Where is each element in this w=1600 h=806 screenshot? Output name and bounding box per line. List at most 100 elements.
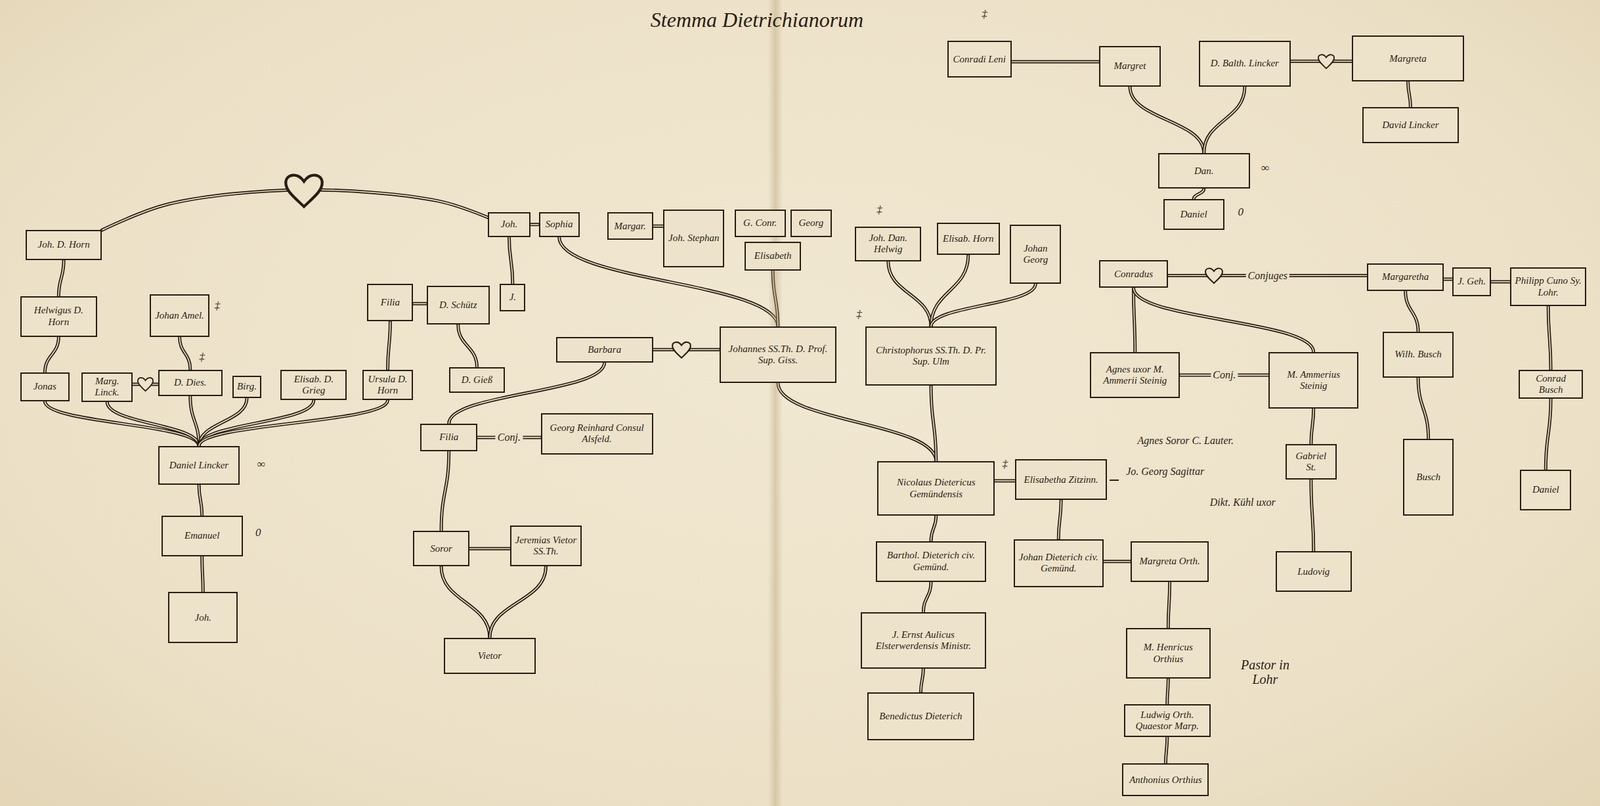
connector <box>1058 499 1061 539</box>
person-name: D. Balth. Lincker <box>1210 57 1279 69</box>
edge-label: Conj. <box>1210 368 1238 381</box>
note-label: 0 <box>1235 206 1246 219</box>
branch-line <box>530 223 539 225</box>
connector-core <box>1408 81 1411 108</box>
person-box: Johan Georg <box>1009 224 1061 284</box>
person-name: J. Ernst Aulicus Elsterwerdensis Ministr… <box>865 628 982 652</box>
connector-core <box>388 321 391 369</box>
person-box: J. <box>499 283 526 312</box>
person-name: Wilh. Busch <box>1394 348 1442 360</box>
person-box: M. Ammerius Steinig <box>1268 351 1359 408</box>
person-name: Christophorus SS.Th. D. Pr. Sup. Ulm <box>869 344 992 368</box>
leader-line <box>1109 479 1119 481</box>
person-name: Vietor <box>477 649 502 662</box>
person-box: Marg. Linck. <box>81 372 133 402</box>
person-box: Ludovig <box>1275 550 1353 592</box>
connector <box>1193 188 1205 199</box>
connector <box>179 336 191 370</box>
person-box: Agnes uxor M. Ammerii Steinig <box>1089 351 1180 398</box>
connector-core <box>1405 290 1419 332</box>
branch-line <box>930 385 937 461</box>
branch-line <box>202 556 204 592</box>
connector-core <box>994 479 1016 482</box>
person-name: Margaretha <box>1382 271 1429 283</box>
person-box: Daniel <box>1163 198 1225 230</box>
branch-line <box>1408 81 1411 108</box>
person-box: David Lincker <box>1362 107 1460 143</box>
connector <box>58 259 64 296</box>
connector-core <box>888 261 931 327</box>
branch-line <box>1165 736 1167 763</box>
person-name: Georg Reinhard Consul Alsfeld. <box>545 422 649 446</box>
person-box: D. Dies. <box>158 369 223 396</box>
person-name: Johannes SS.Th. D. Prof. Sup. Giss. <box>724 343 833 367</box>
branch-line <box>1103 560 1131 562</box>
person-name: Ludwig Orth. Quaestor Marp. <box>1128 709 1207 733</box>
person-box: Barthol. Dieterich civ. Gemünd. <box>875 540 987 582</box>
branch-line <box>920 668 924 692</box>
person-name: Joh. D. Horn <box>38 238 90 251</box>
person-box: Ursula D. Horn <box>362 369 414 401</box>
connector <box>458 324 478 368</box>
branch-line <box>1311 408 1314 444</box>
person-box: Elisab. D. Grieg <box>280 369 347 401</box>
connector <box>469 546 511 551</box>
connector <box>1204 86 1245 153</box>
connector-core <box>930 515 937 541</box>
connector <box>508 237 513 285</box>
connector <box>1167 678 1169 704</box>
branch-line <box>469 548 511 549</box>
paper-fold <box>768 0 783 806</box>
branch-line <box>412 303 427 304</box>
connector-core <box>412 302 427 304</box>
connector <box>1133 287 1135 352</box>
person-box: Vietor <box>443 637 536 673</box>
person-name: Johan Dieterich civ. Gemünd. <box>1018 551 1100 575</box>
person-name: Joh. Stephan <box>668 232 719 244</box>
person-name: Barbara <box>587 344 622 356</box>
branch-line <box>107 401 199 446</box>
connector-core <box>508 237 513 285</box>
note-label: ‡ <box>979 7 990 21</box>
branch-line <box>1418 377 1429 439</box>
branch-line <box>1311 479 1314 551</box>
person-box: Helwigus D. Horn <box>20 296 98 337</box>
person-box: Conradi Leni <box>947 40 1012 78</box>
person-name: Nicolaus Dietericus Gemündensis <box>881 476 991 500</box>
person-box: Joh. D. Horn <box>25 229 103 261</box>
person-box: Busch <box>1403 438 1455 516</box>
connector-core <box>489 565 546 638</box>
connector <box>412 302 427 306</box>
connector <box>1129 86 1205 153</box>
person-name: Georg <box>799 217 824 229</box>
person-name: Philipp Cuno Sy. Lohr. <box>1514 275 1583 299</box>
branch-line <box>44 401 199 446</box>
connector-core <box>441 451 450 531</box>
person-box: Johannes SS.Th. D. Prof. Sup. Giss. <box>719 326 838 383</box>
branch-line <box>1058 499 1061 539</box>
connector <box>1405 290 1419 332</box>
branch-line <box>198 399 388 446</box>
person-name: Daniel Lincker <box>169 459 229 471</box>
connector-core <box>778 382 937 462</box>
person-name: Daniel <box>1180 208 1208 220</box>
connector <box>388 321 391 369</box>
connector <box>1548 305 1551 369</box>
connector <box>198 484 203 516</box>
connector <box>920 668 924 692</box>
person-name: Margret <box>1114 60 1147 72</box>
connector <box>1311 408 1314 444</box>
person-name: Elisabetha Zitzinn. <box>1023 474 1098 486</box>
person-box: Jeremias Vietor SS.Th. <box>510 525 582 566</box>
connector <box>107 401 199 446</box>
person-name: Joh. Dan. Helwig <box>859 232 917 256</box>
connector-core <box>1548 305 1551 369</box>
connector-core <box>458 324 478 368</box>
connector <box>930 283 1036 327</box>
note-label: Pastor in Lohr <box>1235 657 1295 687</box>
person-box: Margaretha <box>1366 263 1444 291</box>
person-name: Jonas <box>33 380 57 392</box>
connector-core <box>441 565 490 638</box>
branch-line <box>1405 290 1419 332</box>
